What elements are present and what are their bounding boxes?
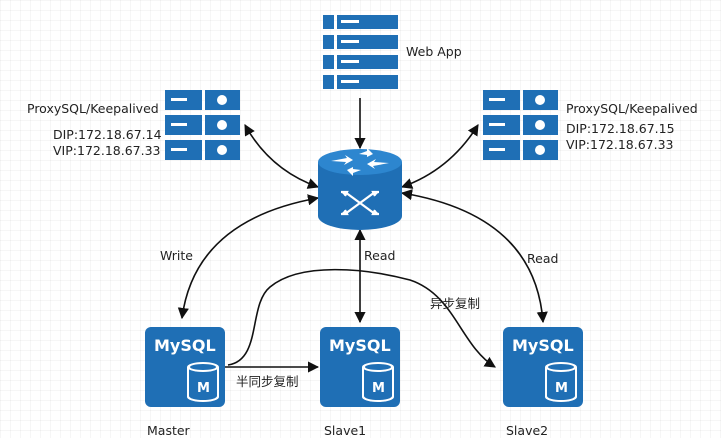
right-proxy-router-link [400,124,479,189]
slave1-mysql-icon: M [320,327,400,407]
master-m-badge: M [197,381,210,396]
left-proxy-title: ProxySQL/Keepalived [27,101,159,116]
semisync-replication-label: 半同步复制 [236,374,299,389]
router-slave2-read-link [400,189,548,324]
right-proxy-title: ProxySQL/Keepalived [566,101,698,116]
async-replication-label: 异步复制 [430,296,481,311]
left-proxy-router-link [244,124,320,189]
read-right-label: Read [527,251,559,266]
write-label: Write [160,248,194,263]
router-master-write-link [177,194,320,320]
router-icon [318,148,402,230]
right-proxy-dip: DIP:172.18.67.15 [566,121,675,136]
master-mysql-icon: M [145,327,225,407]
webapp-label: Web App [406,44,462,59]
master-mysql-text: MySQL [154,336,216,355]
read-center-label: Read [364,248,396,263]
webapp-server-icon [323,15,398,89]
slave1-m-badge: M [372,381,385,396]
slave2-label: Slave2 [506,423,549,438]
slave1-label: Slave1 [324,423,367,438]
right-proxy-vip: VIP:172.18.67.33 [566,137,674,152]
left-proxy-dip: DIP:172.18.67.14 [53,127,162,142]
left-proxy-vip: VIP:172.18.67.33 [53,143,161,158]
right-proxy-server-icon [483,90,558,160]
slave2-mysql-text: MySQL [512,336,574,355]
master-label: Master [147,423,190,438]
master-slave2-async-arrow [227,268,496,368]
slave2-m-badge: M [555,381,568,396]
left-proxy-server-icon [165,90,240,160]
slave1-mysql-text: MySQL [329,336,391,355]
slave2-mysql-icon: M [503,327,583,407]
